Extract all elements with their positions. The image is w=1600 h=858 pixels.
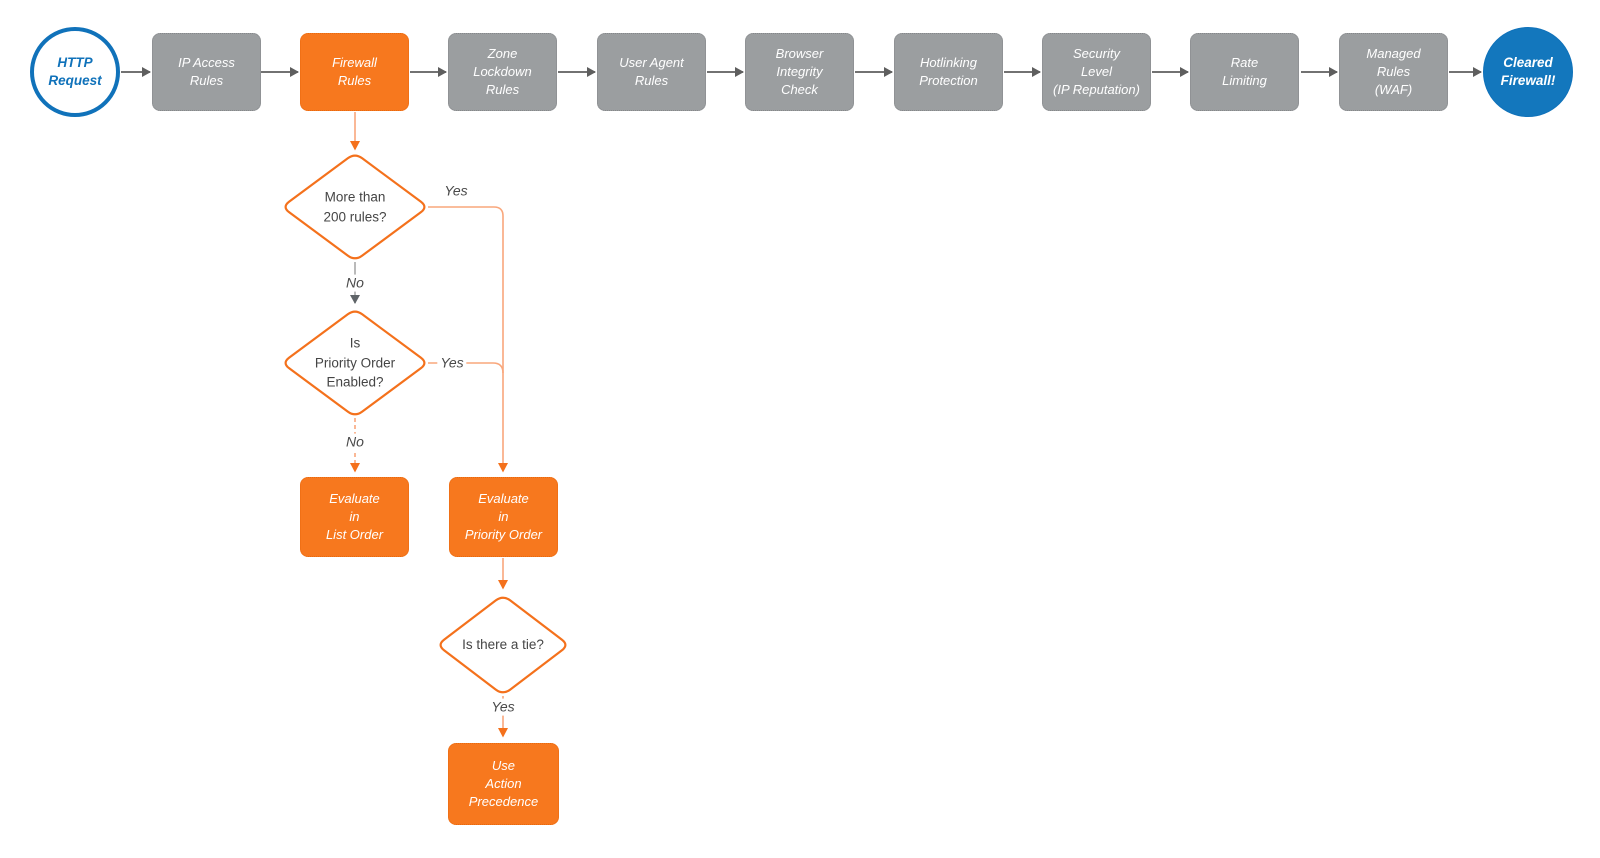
node-label: IP Access Rules: [178, 55, 235, 88]
action-evaluate-list-order: Evaluate in List Order: [300, 477, 409, 557]
node-label: Security Level (IP Reputation): [1053, 46, 1140, 97]
node-label: Browser Integrity Check: [775, 46, 824, 97]
edge-label-yes: Yes: [441, 182, 471, 200]
node-label: HTTP Request: [48, 54, 102, 88]
stage-browser-integrity-check: Browser Integrity Check: [745, 33, 854, 111]
node-label: Managed Rules (WAF): [1366, 46, 1421, 97]
stage-hotlinking-protection: Hotlinking Protection: [894, 33, 1003, 111]
action-use-action-precedence: Use Action Precedence: [448, 743, 559, 825]
stage-ip-access-rules: IP Access Rules: [152, 33, 261, 111]
decision-tie-label: Is there a tie?: [462, 637, 544, 653]
node-label: Firewall Rules: [332, 55, 377, 88]
node-label: Hotlinking Protection: [919, 55, 978, 88]
decision-shapes: [284, 154, 567, 694]
node-label: Evaluate in List Order: [325, 491, 384, 542]
stage-security-level: Security Level (IP Reputation): [1042, 33, 1151, 111]
stage-zone-lockdown-rules: Zone Lockdown Rules: [448, 33, 557, 111]
edge-label-yes: Yes: [437, 354, 467, 372]
node-http-request: HTTP Request: [30, 27, 120, 117]
edge-priority-yes: [428, 362, 504, 374]
node-cleared-firewall: Cleared Firewall!: [1483, 27, 1573, 117]
node-label: Cleared Firewall!: [1500, 54, 1556, 88]
node-label: Use Action Precedence: [468, 758, 539, 809]
stage-rate-limiting: Rate Limiting: [1190, 33, 1299, 111]
decision-rules-count-label: More than 200 rules?: [323, 189, 387, 224]
stage-managed-rules-waf: Managed Rules (WAF): [1339, 33, 1448, 111]
node-label: Rate Limiting: [1222, 55, 1267, 88]
node-label: Evaluate in Priority Order: [464, 491, 543, 542]
edge-label-yes: Yes: [488, 698, 518, 716]
diamond-priority-order: [284, 310, 426, 416]
diamond-tie: [439, 596, 567, 694]
edge-rules-count-yes: [428, 206, 508, 473]
node-label: User Agent Rules: [619, 55, 684, 88]
decision-priority-order-label: Is Priority Order Enabled?: [314, 335, 396, 390]
stage-user-agent-rules: User Agent Rules: [597, 33, 706, 111]
action-evaluate-priority-order: Evaluate in Priority Order: [449, 477, 558, 557]
node-label: Zone Lockdown Rules: [473, 46, 532, 97]
edge-label-no: No: [343, 433, 367, 451]
diamond-rules-count: [284, 154, 426, 260]
stage-firewall-rules: Firewall Rules: [300, 33, 409, 111]
edge-label-no: No: [343, 274, 367, 292]
